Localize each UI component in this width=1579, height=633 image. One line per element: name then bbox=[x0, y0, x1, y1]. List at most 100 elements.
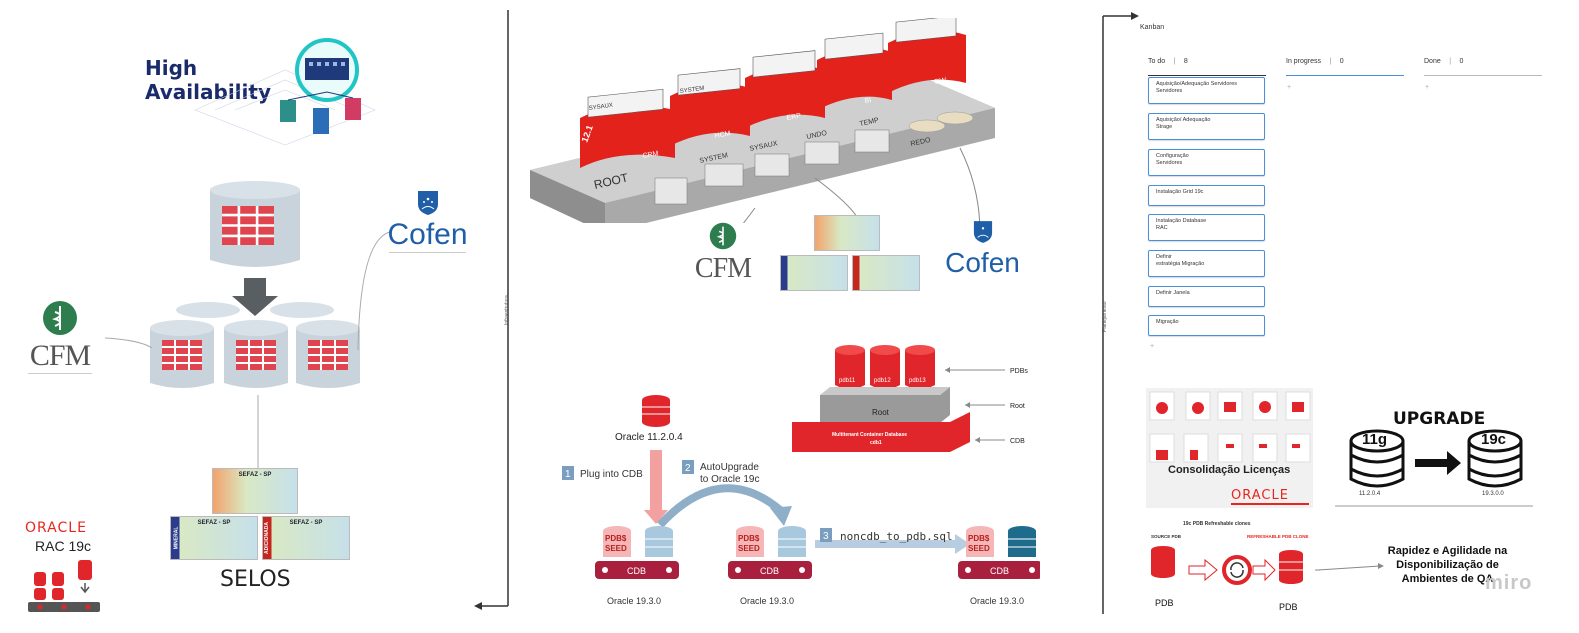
pdb-label-right: PDB bbox=[1279, 602, 1298, 612]
multitenant-diagram: pdb11 pdb12 pdb13 Root Multitenant Conta… bbox=[792, 345, 1028, 452]
seal-mid-top bbox=[814, 215, 880, 251]
cfm-emblem-icon bbox=[709, 222, 737, 250]
target-version-2: Oracle 19.3.0 bbox=[740, 596, 794, 606]
kanban-card[interactable]: Definir Janela bbox=[1148, 286, 1265, 307]
step3-label: noncdb_to_pdb.sql bbox=[840, 530, 953, 543]
planning-bracket bbox=[1102, 12, 1139, 614]
kanban-col-inprogress[interactable]: In progress | 0 bbox=[1286, 50, 1404, 76]
mt-pdb-cylinders bbox=[835, 345, 935, 389]
clone-panel: 19c PDB Refreshable clones SOURCE PDB RE… bbox=[1145, 518, 1320, 618]
kanban-title: Kanban bbox=[1140, 24, 1165, 31]
add-card-inprogress-icon[interactable]: + bbox=[1287, 84, 1292, 91]
step3-badge bbox=[820, 528, 832, 542]
svg-text:2: 2 bbox=[685, 463, 691, 474]
kanban-col-todo[interactable]: To do | 8 bbox=[1148, 50, 1266, 76]
mt-arrow-cdb: CDB bbox=[1010, 438, 1025, 445]
oracle-logo: ORACLE bbox=[25, 520, 87, 536]
kanban-card[interactable]: Aquisição/Adequação Servidores Servidore… bbox=[1148, 77, 1265, 104]
root-ts-redo: REDO bbox=[910, 137, 932, 148]
cdb-group-3: PDB$ SEED CDB bbox=[958, 526, 1040, 579]
database-cluster bbox=[150, 181, 360, 388]
oracle-logo-right: ORACLE bbox=[1231, 488, 1289, 503]
step1-badge bbox=[562, 466, 574, 480]
licencas-panel: Consolidação Licenças ORACLE bbox=[1146, 388, 1313, 508]
seal-mid-right bbox=[852, 255, 920, 291]
root-ts-undo: UNDO bbox=[806, 130, 828, 141]
kanban-col-done[interactable]: Done | 0 bbox=[1424, 50, 1542, 76]
cofen-logo-mid: Cofen bbox=[940, 220, 1025, 277]
seal-stack-mid bbox=[780, 215, 922, 291]
mt-pdb12: pdb12 bbox=[874, 378, 891, 384]
svg-text:SEED: SEED bbox=[605, 544, 627, 553]
rapidez-text: Rapidez e Agilidade na Disponibilização … bbox=[1387, 545, 1508, 585]
step1-label: Plug into CDB bbox=[580, 469, 643, 480]
mt-root-label: Root bbox=[872, 408, 890, 417]
infra-bracket bbox=[474, 10, 509, 610]
cfm-logo: CFM bbox=[24, 300, 96, 376]
ha-illustration bbox=[194, 38, 376, 145]
target-version-3: Oracle 19.3.0 bbox=[970, 596, 1024, 606]
cfm-emblem-icon bbox=[43, 301, 77, 335]
cofen-logo: Cofen bbox=[385, 190, 470, 256]
upgrade-from: 11g bbox=[1362, 431, 1388, 448]
ha-title: High Availability bbox=[145, 56, 271, 104]
upgrade-to: 19c bbox=[1481, 431, 1507, 448]
cdb-label-3: CDB bbox=[990, 566, 1009, 576]
kanban-card[interactable]: Migração bbox=[1148, 315, 1265, 336]
svg-text:SEED: SEED bbox=[738, 544, 760, 553]
upgrade-to-version: 19.3.0.0 bbox=[1482, 491, 1504, 497]
cdb-group-1: PDB$ SEED CDB bbox=[595, 526, 679, 579]
rac-cluster-icon bbox=[28, 560, 100, 612]
pdbs-seed-1: PDB$ bbox=[605, 534, 627, 543]
seal-mid-left bbox=[780, 255, 848, 291]
kanban-card[interactable]: Definir estratégia Migração bbox=[1148, 250, 1265, 277]
file-icons bbox=[1149, 391, 1311, 463]
clone-to-rapidez-line bbox=[1318, 563, 1384, 571]
cfm-logo-mid: CFM bbox=[690, 222, 756, 283]
miro-watermark: miro bbox=[1485, 572, 1533, 594]
cdb-label-2: CDB bbox=[760, 566, 779, 576]
kanban-card[interactable]: Instalação Database RAC bbox=[1148, 214, 1265, 241]
kanban-card[interactable]: Aquisição/ Adequação Strage bbox=[1148, 113, 1265, 140]
cdb-label-1: CDB bbox=[627, 566, 646, 576]
rac-label: RAC 19c bbox=[35, 538, 92, 554]
kanban-card[interactable]: Configuração Servidores bbox=[1148, 149, 1265, 176]
target-version-1: Oracle 19.3.0 bbox=[607, 596, 661, 606]
migration-flow: Oracle 11.2.0.4 1 Plug into CDB 2 AutoUp… bbox=[562, 395, 1040, 606]
mt-pdb13: pdb13 bbox=[909, 378, 926, 384]
pdb-label-dw: DW bbox=[934, 77, 947, 86]
add-card-todo-icon[interactable]: + bbox=[1150, 343, 1155, 350]
cofen-emblem-icon bbox=[973, 221, 992, 243]
mt-cdb-line1: Multitenant Container Database bbox=[832, 432, 907, 438]
svg-text:SEED: SEED bbox=[968, 544, 990, 553]
refresh-label: REFRESHABLE PDB CLONE bbox=[1247, 534, 1309, 539]
pdb-label-left: PDB bbox=[1155, 598, 1174, 608]
svg-text:1: 1 bbox=[565, 469, 571, 480]
mt-pdb11: pdb11 bbox=[839, 378, 856, 384]
upgrade-panel: UPGRADE 11g 19c 11.2.0.4 19.3.0.0 bbox=[1335, 405, 1533, 508]
ts-sysaux: SYSAUX bbox=[588, 103, 613, 112]
add-card-done-icon[interactable]: + bbox=[1425, 84, 1430, 91]
svg-text:PDB$: PDB$ bbox=[738, 534, 760, 543]
svg-text:3: 3 bbox=[823, 531, 829, 542]
svg-text:PDB$: PDB$ bbox=[968, 534, 990, 543]
infra-side-label: Infraestrutura bbox=[504, 295, 510, 325]
mt-arrow-pdbs: PDBs bbox=[1010, 368, 1028, 375]
selos-label: SELOS bbox=[220, 567, 291, 592]
mt-cdb-line2: cdb1 bbox=[870, 440, 882, 446]
step2-badge bbox=[682, 460, 694, 474]
source-pdb-label: SOURCE PDB bbox=[1151, 534, 1182, 539]
connector-lines bbox=[104, 231, 390, 470]
pdb-cylinders bbox=[580, 18, 966, 168]
cofen-emblem-icon bbox=[417, 191, 438, 215]
pdb-label-hcm: HCM bbox=[714, 130, 731, 140]
cdb-group-2: PDB$ SEED CDB bbox=[728, 526, 812, 579]
kanban-card[interactable]: Instalação Grid 19c bbox=[1148, 185, 1265, 206]
upgrade-from-version: 11.2.0.4 bbox=[1359, 491, 1381, 497]
clone-title: 19c PDB Refreshable clones bbox=[1183, 521, 1251, 527]
ts-system: SYSTEM bbox=[679, 86, 704, 95]
upgrade-title: UPGRADE bbox=[1393, 409, 1486, 429]
